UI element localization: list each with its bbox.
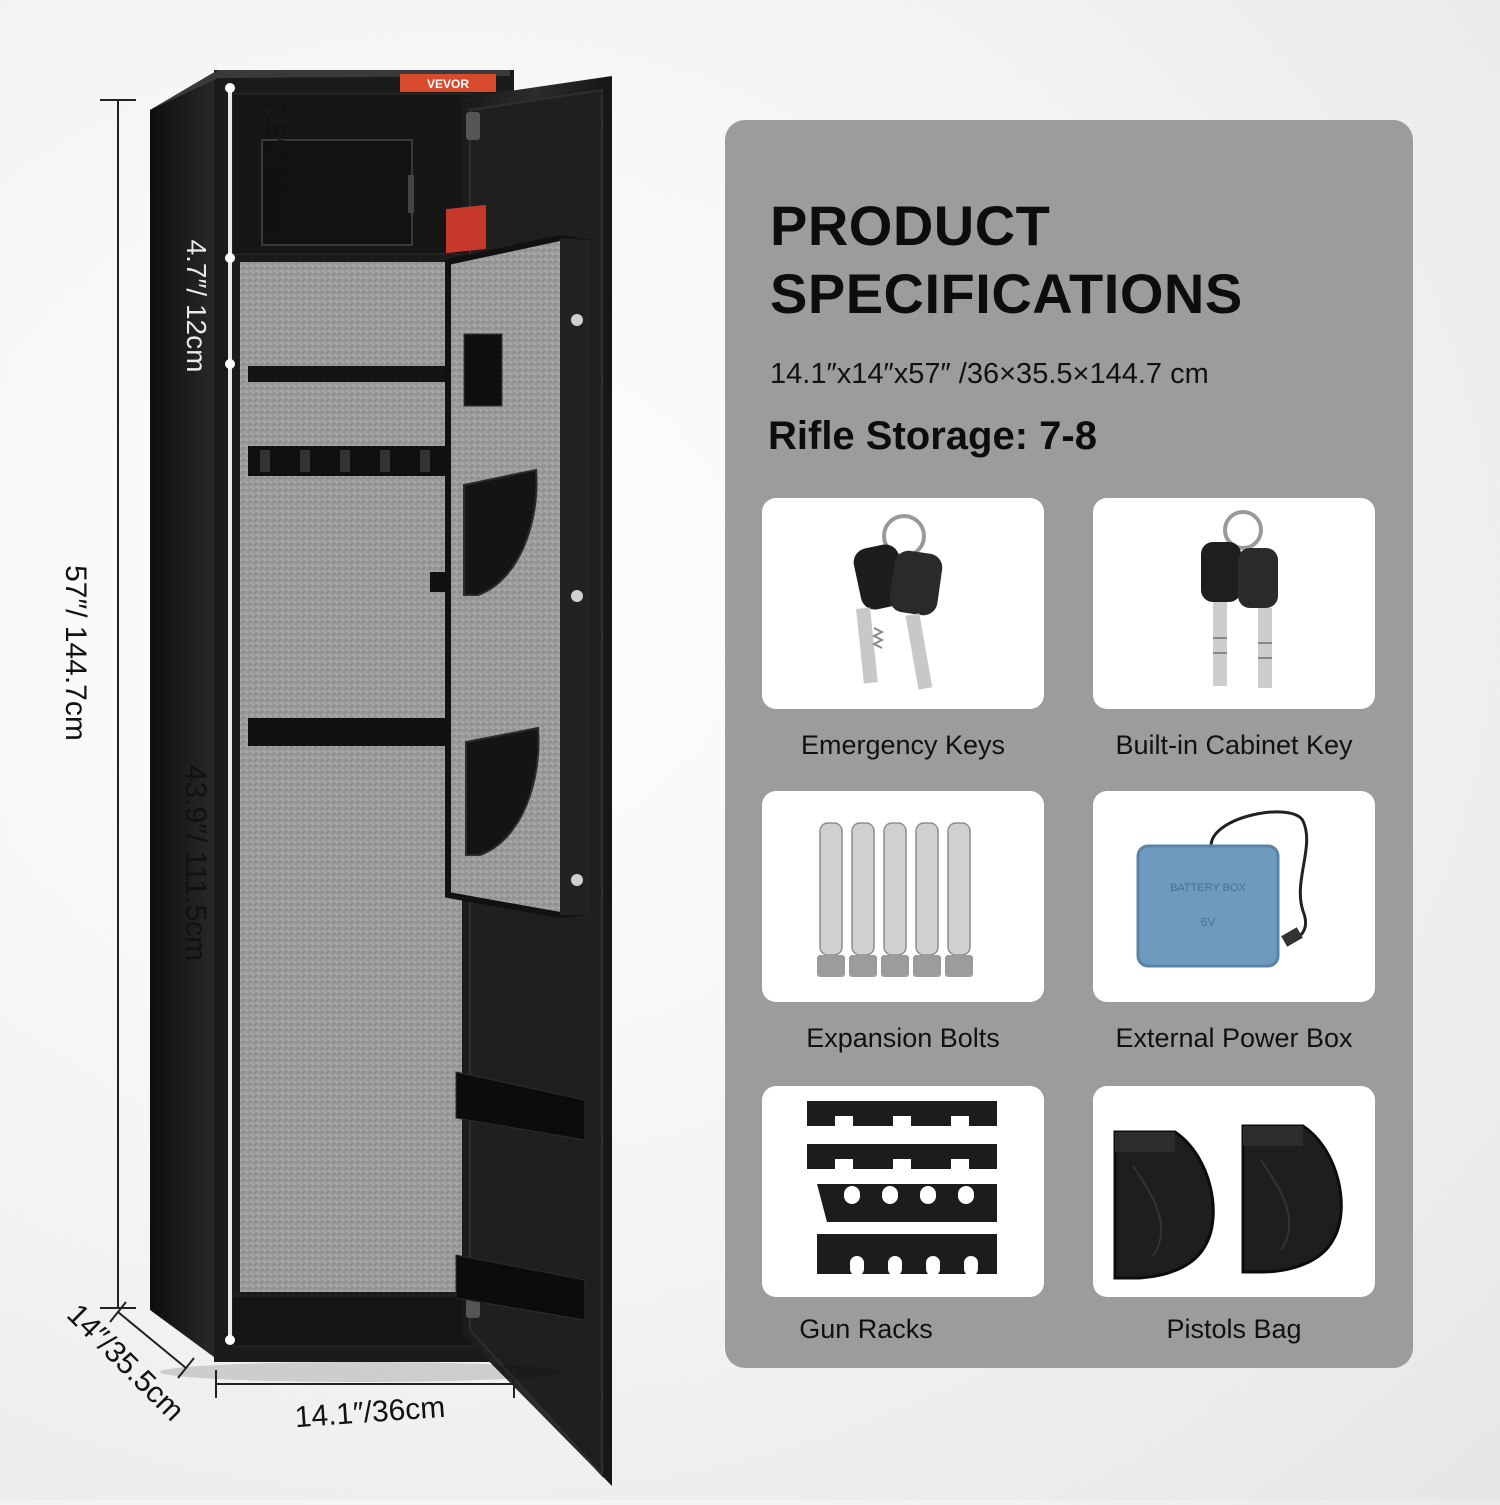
accessory-card-emergency-keys: [762, 498, 1044, 709]
spec-capacity: Rifle Storage: 7-8: [768, 414, 1097, 458]
middle-rack: [248, 718, 448, 746]
expansion-bolts-icon: [817, 822, 973, 977]
accessory-card-expansion-bolts: [762, 791, 1044, 1002]
accessory-label-power-box: External Power Box: [1115, 1023, 1353, 1053]
accessory-label-gun-racks: Gun Racks: [799, 1314, 933, 1344]
svg-text:BATTERY BOX: BATTERY BOX: [1170, 882, 1246, 894]
dim-top-compartment: 7.5″/ 19cm: [260, 99, 291, 233]
safe-illustration: VEVOR: [0, 0, 720, 1500]
felt-interior: [240, 262, 462, 1292]
door-rack-upper: [455, 1071, 586, 1141]
spec-title-line2: SPECIFICATIONS: [770, 262, 1243, 325]
dim-shelf-gap: 4.7″/ 12cm: [181, 239, 212, 373]
accessory-card-gun-racks: [762, 1086, 1044, 1297]
cabinet-key-icon: [1201, 510, 1278, 688]
accessory-label-expansion-bolts: Expansion Bolts: [806, 1023, 1000, 1053]
accessory-card-power-box: BATTERY BOX 6V: [1093, 791, 1375, 1002]
pistol-pouch-upper: [463, 468, 538, 596]
brand-badge: [400, 74, 496, 92]
spec-title-line1: PRODUCT: [770, 194, 1051, 257]
gun-racks-icon: [807, 1101, 997, 1276]
emergency-keys-icon: [853, 514, 943, 690]
spec-title: PRODUCT SPECIFICATIONS: [770, 192, 1243, 328]
dim-lower-compartment: 43.9″/ 111.5cm: [179, 764, 212, 962]
accessory-label-pistols-bag: Pistols Bag: [1166, 1314, 1302, 1344]
dim-height-total: 57″/ 144.7cm: [59, 565, 92, 741]
door-rack-lower: [455, 1254, 586, 1321]
gun-safe-image: VEVOR: [100, 70, 612, 1486]
power-box-icon: BATTERY BOX 6V: [1136, 810, 1309, 968]
accessory-card-pistols-bag: [1093, 1086, 1375, 1297]
brand-logo-text: VEVOR: [427, 77, 469, 91]
safe-side-wall: [150, 70, 218, 1360]
accessory-card-cabinet-key: [1093, 498, 1375, 709]
pistols-bag-icon: [1113, 1124, 1343, 1280]
shelf: [248, 366, 448, 382]
pistol-pouch-lower: [465, 726, 540, 856]
svg-text:6V: 6V: [1201, 915, 1216, 929]
top-lockbox: [261, 139, 413, 246]
accessory-label-emergency-keys: Emergency Keys: [800, 730, 1006, 760]
spec-dimensions: 14.1″x14″x57″ /36×35.5×144.7 cm: [770, 358, 1209, 390]
spec-panel: PRODUCT SPECIFICATIONS 14.1″x14″x57″ /36…: [725, 120, 1413, 1368]
keypad-box: [463, 333, 503, 407]
accessory-label-cabinet-key: Built-in Cabinet Key: [1115, 730, 1353, 760]
